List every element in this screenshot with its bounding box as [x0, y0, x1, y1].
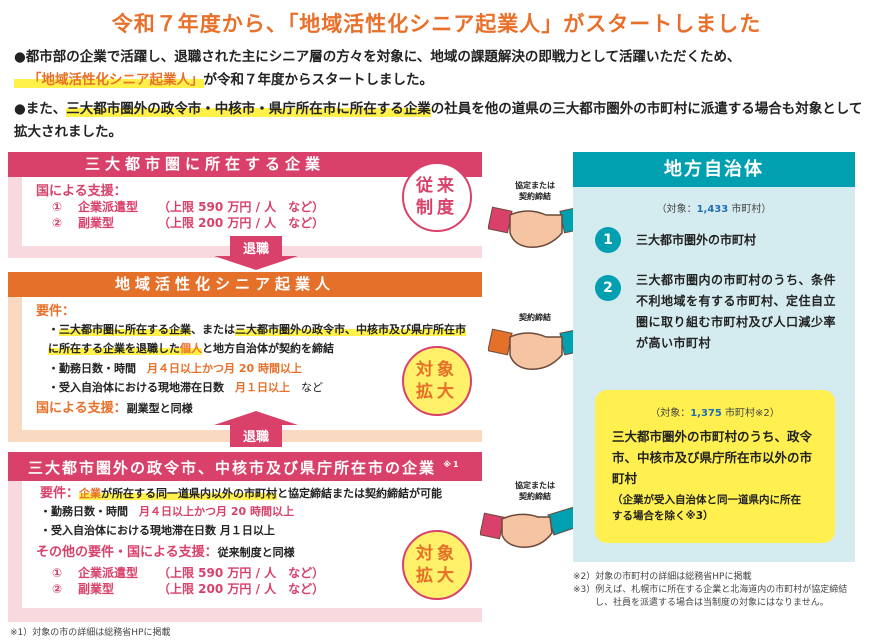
box3-other: その他の要件・国による支援：従来制度と同様	[36, 543, 295, 562]
local-count-1: （対象：1,433 市町村）	[573, 200, 855, 215]
badge-conventional: 従来制度	[402, 162, 472, 232]
retire-label: 退職	[242, 430, 269, 445]
req-highlight: 個人	[180, 342, 202, 355]
box1-header: 三大都市圏に所在する企業	[8, 152, 482, 177]
item-no: ①	[52, 566, 63, 580]
intro-highlight: 三大都市圏外の政令市・中核市・県庁所在市に所在する企業	[66, 101, 431, 117]
footnote-1: ※1）対象の市の詳細は総務省HPに掲載	[10, 628, 171, 638]
support-value: 副業型と同様	[126, 402, 193, 415]
box1-support-label: 国による支援：	[36, 184, 127, 199]
box3-req-2: ・勤務日数・時間 月４日以上かつ月 20 時間以上	[40, 502, 294, 521]
count-text: 市町村※2）	[721, 408, 780, 419]
req-text: と協定締結または契約締結が可能	[277, 487, 443, 500]
intro-text: ●都市部の企業で活躍し、退職された主にシニア層の方々を対象に、地域の課題解決の即…	[14, 49, 741, 65]
count-text: 市町村）	[728, 204, 772, 215]
intro-bullet-2: ●また、三大都市圏外の政令市・中核市・県庁所在市に所在する企業の社員を他の道県の…	[14, 98, 864, 144]
item-limit: （上限 590 万円 / 人 など）	[158, 566, 325, 580]
item-no: ②	[52, 582, 63, 596]
req-text: など	[301, 381, 323, 394]
count-number: 1,375	[690, 408, 722, 419]
badge-expanded: 対象拡大	[402, 346, 472, 416]
box2-req-3: ・受入自治体における現地滞在日数 月１日以上 など	[48, 378, 323, 397]
intro-text: が令和７年度からスタートしました。	[203, 72, 434, 88]
req-label: 要件：	[40, 486, 80, 501]
item-limit: （上限 590 万円 / 人 など）	[158, 200, 325, 214]
item-no: ②	[52, 216, 63, 230]
badge-text: 拡大	[416, 382, 458, 402]
item-name: 企業派遣型	[78, 200, 139, 214]
box3-items: ① 企業派遣型 （上限 590 万円 / 人 など） ② 副業型 （上限 200 万円 …	[52, 565, 324, 597]
label-text: 契約締結	[519, 492, 551, 501]
req-text: ・勤務日数・時間	[48, 362, 136, 375]
box-inner	[22, 296, 482, 430]
handshake-icon	[488, 328, 584, 370]
other-value: 従来制度と同様	[217, 546, 295, 559]
item-name: 企業派遣型	[78, 566, 139, 580]
handshake-label-2: 契約締結	[519, 313, 551, 322]
box2-req-2: ・勤務日数・時間 月４日以上かつ月 20 時間以上	[48, 359, 302, 378]
handshake-label-3: 協定または契約締結	[505, 480, 565, 502]
item-limit: （上限 200 万円 / 人 など）	[158, 216, 325, 230]
label-text: 協定または	[515, 481, 555, 490]
intro-highlight: 「地域活性化シニア起業人」	[14, 72, 204, 88]
badge-text: 拡大	[416, 566, 458, 586]
req-text: と地方自治体が契約を締結	[202, 342, 334, 355]
req-value: 月４日以上かつ月 20 時間以上	[147, 362, 302, 375]
item-name: 副業型	[78, 216, 115, 230]
number-1-icon: 1	[595, 227, 621, 253]
handshake-icon	[488, 206, 584, 248]
item-no: ①	[52, 200, 63, 214]
badge-expanded: 対象拡大	[402, 530, 472, 600]
other-label: その他の要件・国による支援：	[36, 545, 218, 560]
page-title: 令和７年度から、「地域活性化シニア起業人」がスタートしました	[111, 12, 762, 36]
count-text: （対象：	[656, 204, 697, 215]
item-limit: （上限 200 万円 / 人 など）	[158, 582, 325, 596]
intro-bullet-1: ●都市部の企業で活躍し、退職された主にシニア層の方々を対象に、地域の課題解決の即…	[14, 46, 864, 92]
box3-req: 要件：企業が所在する同一道県内以外の市町村と協定締結または契約締結が可能	[40, 484, 442, 503]
label-text: 協定または	[515, 181, 555, 190]
local-yellow-box	[595, 390, 835, 543]
count-number: 1,433	[696, 204, 729, 215]
intro-text: ●また、	[14, 101, 67, 117]
local-item-3: 三大都市圏外の市町村のうち、政令市、中核市及び県庁所在市以外の市町村	[612, 429, 813, 486]
req-value: 月１日以上	[235, 381, 290, 394]
arrow-up-icon	[214, 411, 298, 447]
badge-text: 制度	[416, 198, 458, 218]
req-highlight: 三大都市圏に所在する企業	[59, 323, 191, 336]
intro-text: の社員を他の道県の三大都市圏外の市町村に派遣する場合も対象として拡大されました。	[14, 101, 863, 140]
arrow-down-icon	[214, 236, 298, 270]
local-item-1: 三大都市圏外の市町村	[636, 233, 757, 247]
badge-text: 対象	[416, 360, 458, 380]
header-text: 三大都市圏外の政令市、中核市及び県庁所在市の企業	[28, 459, 437, 477]
box2-req-label: 要件：	[36, 304, 76, 319]
req-text: ・勤務日数・時間	[40, 505, 128, 518]
local-item-3-note: （企業が受入自治体と同一道県内に所在する場合を除く※3）	[612, 494, 801, 522]
local-item-2: 三大都市圏内の市町村のうち、条件不利地域を有する市町村、定住自立圏に取り組む市町…	[636, 273, 837, 350]
req-text: 、または	[191, 323, 235, 336]
box3-req-3: ・受入自治体における現地滞在日数 月１日以上	[40, 524, 275, 537]
req-highlight: が所在する同一道県内以外の市町村	[101, 487, 278, 500]
req-value: 月４日以上かつ月 20 時間以上	[139, 505, 294, 518]
item-name: 副業型	[78, 582, 115, 596]
box2-header: 地域活性化シニア起業人	[8, 272, 482, 297]
box2-support: 国による支援：副業型と同様	[36, 399, 193, 418]
box1-items: ① 企業派遣型 （上限 590 万円 / 人 など） ② 副業型 （上限 200 万円 …	[52, 199, 324, 231]
badge-text: 対象	[416, 544, 458, 564]
label-text: 契約締結	[519, 192, 551, 201]
count-text: （対象：	[650, 408, 691, 419]
box3-header: 三大都市圏外の政令市、中核市及び県庁所在市の企業 ※1	[8, 452, 482, 481]
req-text: ・受入自治体における現地滞在日数	[48, 381, 224, 394]
footnote-2: ※2）対象の市町村の詳細は総務省HPに掲載	[573, 572, 752, 582]
req-highlight: 企業	[79, 487, 102, 500]
retire-label: 退職	[242, 242, 269, 257]
support-label: 国による支援：	[36, 401, 127, 416]
footnote-3: ※3）例えば、札幌市に所在する企業と北海道内の市町村が協定締結し、社員を派遣する…	[573, 585, 848, 608]
local-gov-header: 地方自治体	[573, 152, 855, 187]
number-2-icon: 2	[595, 275, 621, 301]
handshake-label-1: 協定または契約締結	[505, 180, 565, 202]
local-count-2: （対象：1,375 市町村※2）	[595, 404, 835, 419]
badge-text: 従来	[416, 176, 458, 196]
box2-req-1: ・三大都市圏に所在する企業、または三大都市圏外の政令市、中核市及び県庁所在市に所…	[48, 323, 466, 355]
header-note: ※1	[443, 460, 461, 469]
